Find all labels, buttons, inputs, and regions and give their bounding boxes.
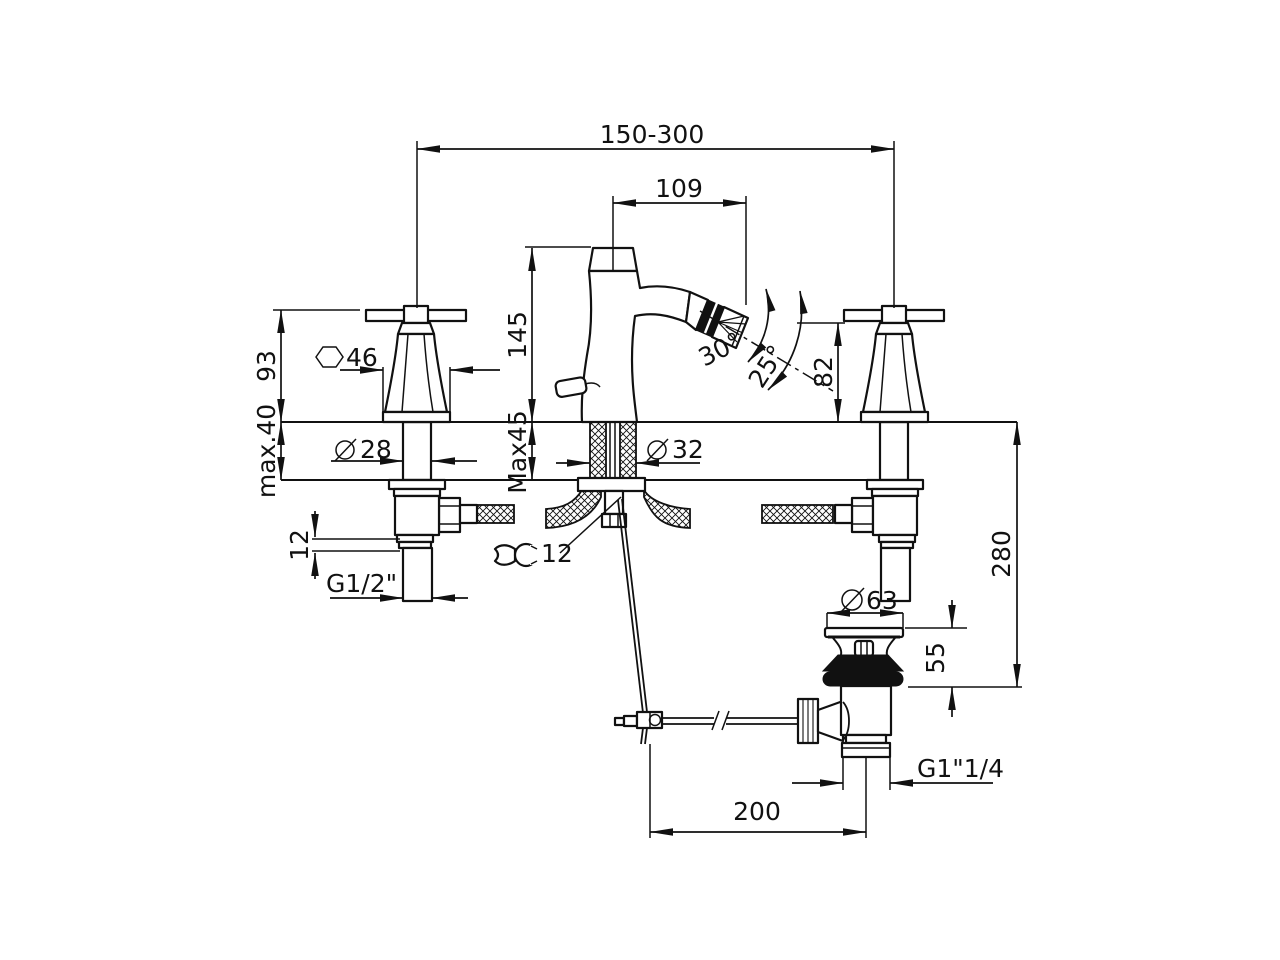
- dim-55-label: 55: [921, 642, 950, 674]
- gasket-bevel: [821, 654, 905, 672]
- thread-g114-label: G1"1/4: [917, 754, 1004, 783]
- hexagon-symbol: [315, 346, 344, 368]
- dim-reach-label: 109: [655, 174, 703, 203]
- hex-connector: [850, 496, 875, 534]
- plug-knob: [853, 639, 875, 658]
- angle-arc-25: [767, 290, 808, 391]
- angle-arc-30: [747, 288, 776, 363]
- wrench-icon: [493, 496, 622, 568]
- mounting-nut: [600, 512, 628, 529]
- right-handle-assembly: [761, 304, 946, 603]
- threaded-tail: [401, 546, 434, 603]
- handle-bell: [861, 332, 927, 414]
- leader-line: [559, 496, 622, 554]
- angle-25-label: 25°: [743, 340, 791, 393]
- dim-280-label: 280: [987, 530, 1016, 578]
- dim-dia32-label: 32: [672, 435, 704, 464]
- hose-band: [589, 421, 607, 481]
- spray-lines: [717, 315, 747, 343]
- drain-assembly: [821, 626, 905, 759]
- diameter-symbol-63: [839, 587, 865, 614]
- handle-bell: [383, 332, 449, 414]
- mounting-flange: [576, 476, 647, 493]
- extension-lines: [273, 141, 1022, 838]
- spout-axis-line: [699, 310, 834, 392]
- dim-height-label: 145: [503, 311, 532, 359]
- flex-hose-left: [545, 489, 602, 529]
- flex-hose-right: [643, 486, 691, 529]
- diameter-symbol-32: [646, 438, 669, 462]
- flex-hose: [761, 504, 834, 524]
- dim-12-label: 12: [285, 529, 314, 561]
- dim-max40-label: max.40: [252, 404, 281, 498]
- hex-connector: [437, 496, 462, 534]
- pop-up-linkage: [613, 498, 845, 745]
- hose-band: [619, 421, 637, 481]
- center-faucet: [545, 246, 750, 529]
- cross-handle-hub: [880, 304, 908, 325]
- dim-46-label: 46: [346, 343, 378, 372]
- dimension-lines: [277, 145, 1021, 836]
- dim-spread-label: 150-300: [600, 120, 704, 149]
- faucet-body: [580, 269, 692, 424]
- dim-dia63-label: 63: [866, 586, 898, 615]
- dim-max45-label: Max45: [503, 410, 532, 494]
- cross-handle-hub: [402, 304, 430, 325]
- dim-93-label: 93: [252, 350, 281, 382]
- left-handle-assembly: [364, 304, 515, 603]
- drain-tailpipe: [840, 741, 892, 759]
- labels: 150-300 109 145 Max45 93 max.40 46 28 32…: [252, 120, 1016, 826]
- dim-82-label: 82: [809, 356, 838, 388]
- dim-200-label: 200: [733, 797, 781, 826]
- symbols: [315, 346, 865, 614]
- dim-dia28-label: 28: [360, 435, 392, 464]
- wrench-size-label: 12: [541, 539, 573, 568]
- threaded-tail: [879, 546, 912, 603]
- gasket-ring: [822, 671, 904, 687]
- flex-hose: [476, 504, 515, 524]
- thread-g12-label: G1/2": [326, 569, 397, 598]
- pop-up-lever: [554, 376, 588, 398]
- diameter-symbol-28: [334, 438, 357, 462]
